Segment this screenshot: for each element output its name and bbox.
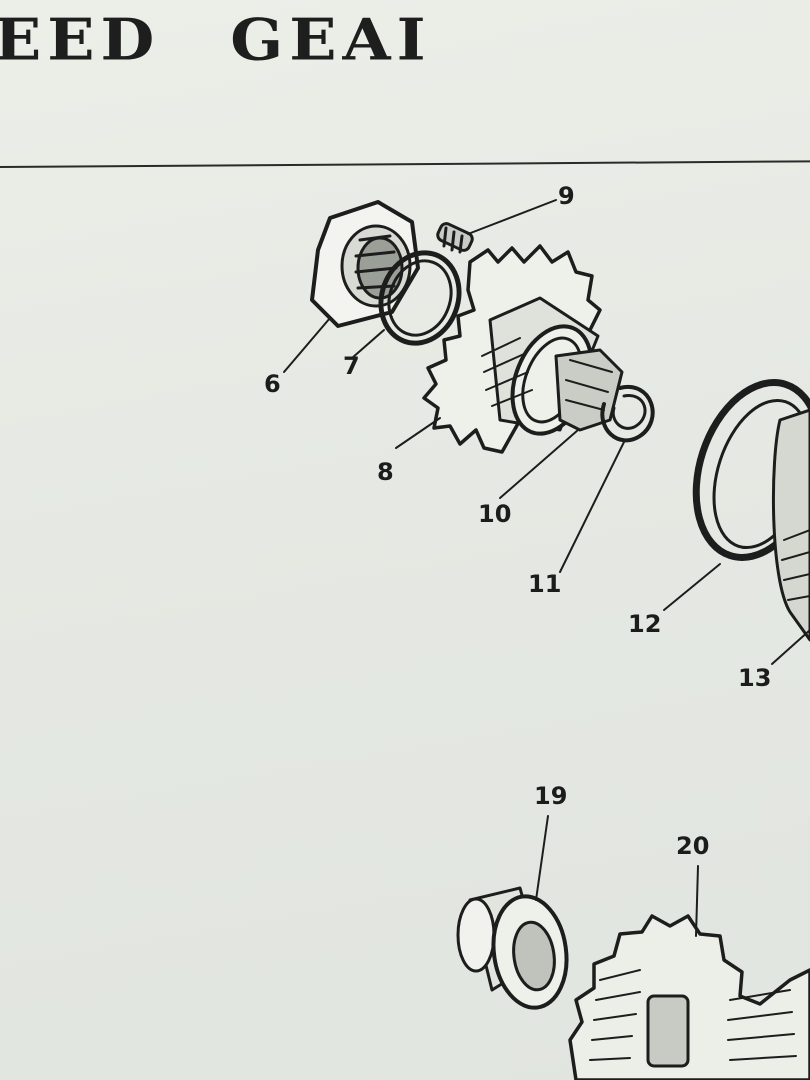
callout-20: 20 [676, 832, 710, 860]
callout-12: 12 [628, 610, 662, 638]
hex-nut-part-6 [310, 200, 420, 328]
callout-11: 11 [528, 570, 562, 598]
washer-part-7 [378, 250, 462, 346]
circlip-part-11 [600, 384, 655, 443]
callout-8: 8 [377, 458, 394, 486]
callout-13: 13 [738, 664, 772, 692]
gear-part-20 [568, 914, 810, 1080]
callout-19: 19 [534, 782, 568, 810]
leader-lines [283, 199, 810, 937]
callout-9: 9 [558, 182, 575, 210]
title-word-1: EED [0, 6, 161, 74]
hub-part-10 [481, 296, 624, 436]
title-word-2: GEAI [230, 6, 432, 74]
bush-part-19 [456, 886, 569, 1010]
drum-part-13 [771, 408, 810, 642]
callout-7: 7 [343, 352, 360, 380]
page-title: EED GEAI [0, 6, 432, 73]
screw-part-9 [436, 222, 474, 254]
callout-6: 6 [264, 370, 281, 398]
callout-10: 10 [478, 500, 512, 528]
